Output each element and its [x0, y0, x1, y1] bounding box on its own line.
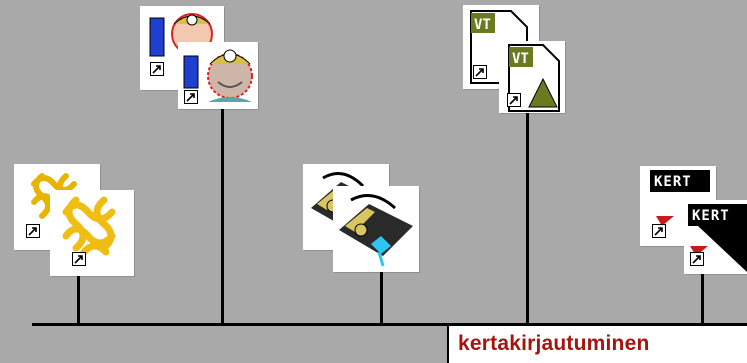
ornament-shortcut-icon[interactable]: [14, 164, 134, 276]
vt-tile-front: VT: [499, 41, 565, 113]
connector-line-3: [380, 268, 383, 324]
kert-label-1: KERT: [654, 174, 692, 190]
connector-line-1: [77, 272, 80, 324]
svg-text:VT: VT: [474, 17, 491, 33]
terminal-tile-front: [178, 42, 258, 109]
telephone-tile-front: [333, 186, 419, 272]
connector-line-4: [526, 110, 529, 324]
kert-shortcut-icon[interactable]: KERT KERT: [640, 166, 747, 274]
svg-text:VT: VT: [512, 51, 529, 67]
connector-line-2: [221, 107, 224, 324]
ornament-tile-front: [50, 190, 134, 276]
kert-label-2: KERT: [692, 208, 730, 224]
timeline-label-box: kertakirjautuminen: [447, 326, 747, 363]
connector-line-5: [701, 272, 704, 324]
telephone-shortcut-icon[interactable]: [303, 164, 419, 272]
vt-document-shortcut-icon[interactable]: VT VT: [463, 5, 565, 113]
timeline-label: kertakirjautuminen: [458, 332, 650, 356]
kert-tile-front: KERT: [684, 200, 747, 274]
operator-terminal-shortcut-icon[interactable]: [140, 6, 258, 109]
